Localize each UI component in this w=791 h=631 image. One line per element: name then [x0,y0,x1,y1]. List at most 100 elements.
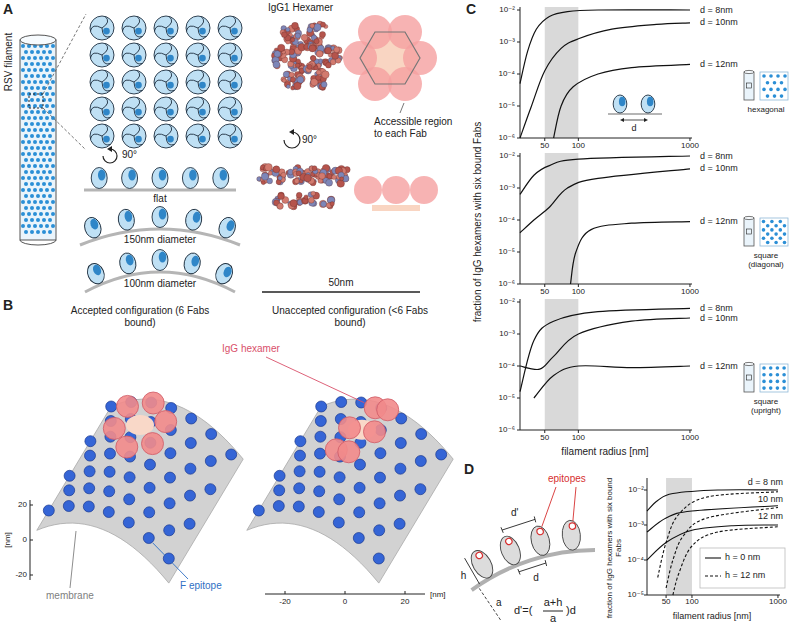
filament-dot [30,170,34,174]
filament-dot [39,212,43,216]
formula-part: )d [566,604,576,617]
trimer-outline [218,97,242,121]
axis-tick-mark [517,106,520,107]
protein-body [496,533,524,568]
axis-tick-mark [689,138,690,141]
f-epitope [415,484,426,495]
trimer-outline [186,124,210,148]
lattice-dot [762,220,766,224]
filament-dot [42,146,46,150]
filament-dot [51,92,55,96]
filament-dot [24,74,28,78]
filament-dot [39,176,43,180]
filament-dot [48,218,52,222]
trimer-fold [230,16,236,28]
trimer-fold [198,70,204,82]
trimer-fold [230,136,239,145]
f-trimer [154,97,178,121]
filament-dot [48,182,52,186]
trimer-fold [218,80,230,85]
filament-dot [51,68,55,72]
lattice-dot [762,228,766,232]
filament-dot [39,164,43,168]
lattice-dot [762,237,766,241]
epitope-mark [569,523,576,530]
filament-dot [33,68,37,72]
f-epitope [295,450,306,461]
mini-filament [744,364,754,392]
trimer-site [135,82,142,89]
axis-tick-mark [544,430,545,433]
f-epitope [103,507,114,518]
trimer-fold [186,26,198,31]
structure-title: IgG1 Hexamer [268,2,333,14]
protein-atom [315,38,323,46]
trimer-site [199,136,206,143]
filament-dot [42,74,46,78]
protein-atom [291,38,295,42]
f-epitope [165,472,176,483]
rotation-label: 90° [122,149,137,161]
trimer-site [135,109,142,116]
trimer-site [231,82,238,89]
formula-part: a [550,612,556,625]
protein-lobe [159,252,167,263]
filament-dot [24,86,28,90]
protein-lobe [159,209,167,220]
lattice-label: square (upright) [741,397,791,415]
protein-atom [314,39,319,44]
axis-tick-mark [285,591,286,594]
protein-atom [321,201,327,207]
hexagon-outline [360,32,420,84]
trimer-fold [122,53,134,58]
curve-label: d = 8nm [700,303,733,313]
data-curve [554,64,690,138]
filament-dot [24,182,28,186]
protein-atom [298,75,305,82]
lattice-dot [783,88,787,92]
data-curve [520,156,690,194]
filament-dot [36,158,40,162]
f-epitope [313,507,324,518]
fab-region [410,176,438,204]
data-curve [534,366,690,398]
lattice-dot [762,373,766,377]
trimer-outline [90,43,114,67]
filament-dot [45,68,49,72]
f-epitope [143,533,154,544]
f-trimer [186,124,210,148]
trimer-site [231,55,238,62]
f-trimer [90,124,114,148]
lattice-dot [769,380,773,384]
lattice-dot [779,228,783,232]
trimer-fold [218,107,230,112]
trimer-fold [186,53,198,58]
protein-atom [290,200,297,207]
filament-dot [42,122,46,126]
spacing-label: d [631,123,636,133]
curve-label: d = 10nm [700,163,738,173]
f-epitope [333,517,344,528]
spacing-bracket [502,519,535,530]
mini-filament [744,218,754,246]
dimension-label: d' [511,507,518,519]
protein-lobe [159,170,167,181]
lattice-dot [769,386,773,390]
trimer-fold [134,136,143,145]
legend-line [705,557,721,558]
f-epitope [395,463,406,474]
protein-atom [314,66,318,70]
filament-dot [21,224,25,228]
filament-dot [48,206,52,210]
protein-atom [332,175,337,180]
axis-tick: 0 [343,597,347,606]
protein-atom [308,197,314,203]
f-trimer [154,124,178,148]
trimer-site [103,82,110,89]
axis-tick-mark [578,284,579,287]
trimer-fold [154,134,166,139]
filament-dot [30,62,34,66]
filament-dot [30,110,34,114]
axis-tick: 10⁻⁴ [627,555,644,564]
f-trimer [186,16,210,40]
